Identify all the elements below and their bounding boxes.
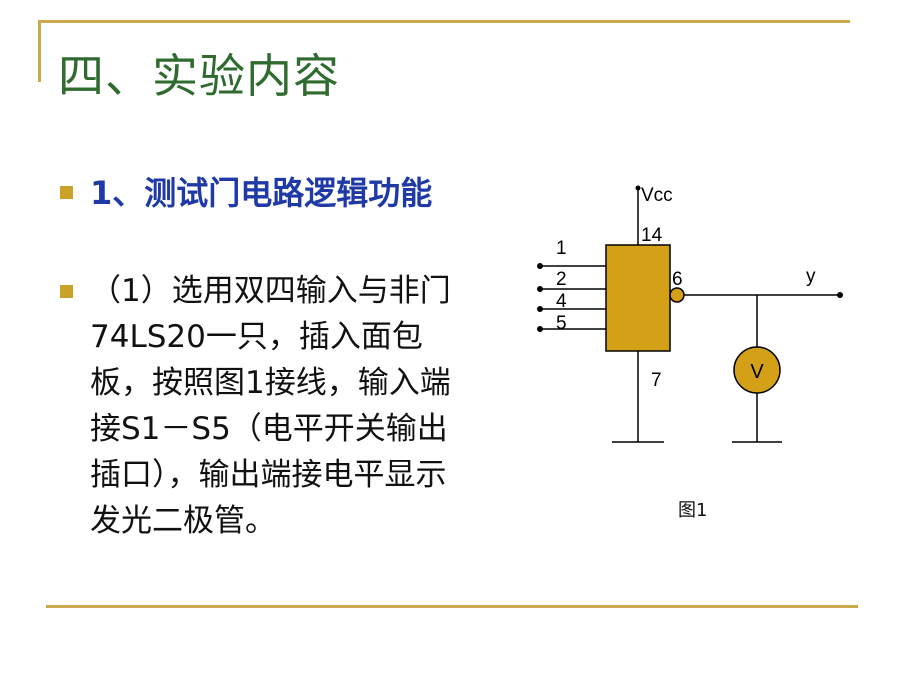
input-terminal — [537, 326, 543, 332]
pin14-label: 14 — [641, 225, 663, 246]
pin6-label: 6 — [672, 269, 683, 290]
input-terminal — [537, 306, 543, 312]
inversion-bubble — [669, 287, 685, 303]
figure-caption: 图1 — [678, 500, 708, 521]
pin7-label: 7 — [651, 370, 662, 391]
pin2-label: 2 — [556, 269, 567, 290]
output-label: y — [806, 266, 816, 287]
frame-bottom-rule — [46, 605, 858, 608]
pin5-label: 5 — [556, 313, 567, 334]
voltmeter-label: V — [750, 361, 764, 383]
input-terminal — [537, 263, 543, 269]
bullet-marker — [60, 285, 73, 298]
pin1-label: 1 — [556, 238, 567, 259]
output-terminal — [837, 292, 843, 298]
bullet-body: （1）选用双四输入与非门74LS20一只，插入面包板，按照图1接线，输入端接S1… — [90, 273, 451, 539]
nand-gate — [605, 244, 671, 352]
bullet-marker — [60, 186, 73, 199]
frame-top-rule — [38, 20, 850, 23]
slide-title: 四、实验内容 — [58, 49, 340, 103]
vcc-label: Vcc — [641, 185, 673, 206]
input-terminal — [537, 286, 543, 292]
frame-left-rule — [38, 20, 41, 82]
bullet-heading: 1、测试门电路逻辑功能 — [90, 174, 433, 212]
pin4-label: 4 — [556, 291, 567, 312]
vcc-terminal — [635, 185, 641, 191]
